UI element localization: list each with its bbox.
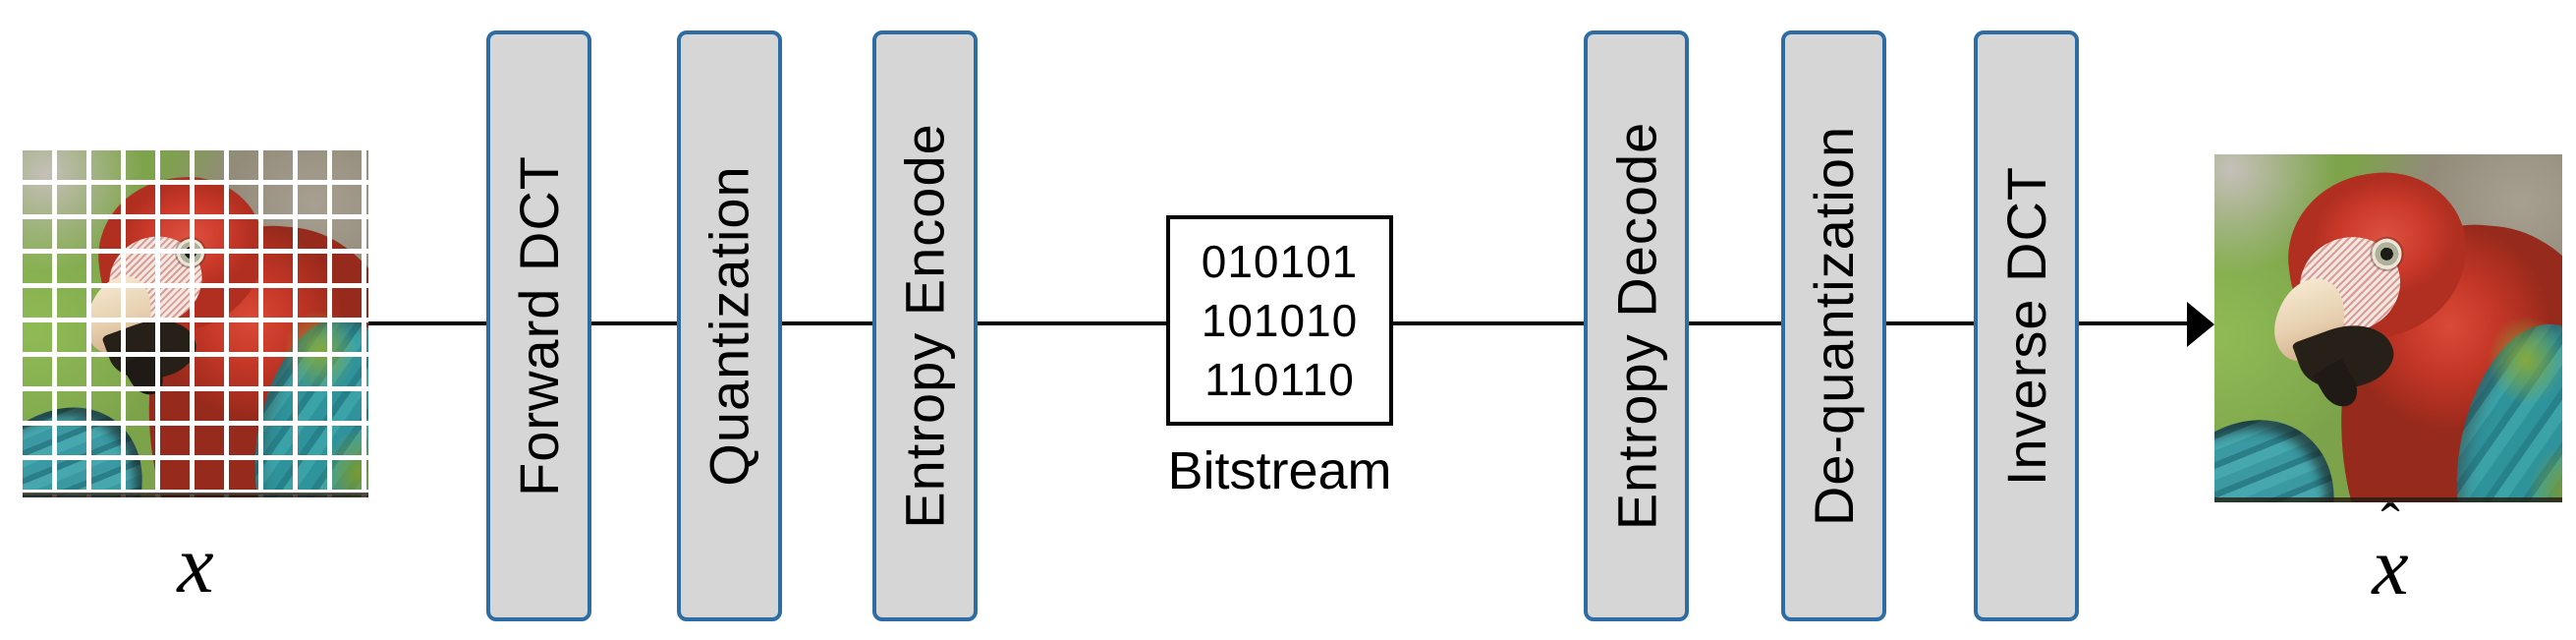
block-grid-overlay [23,150,368,497]
bitstream-caption: Bitstream [1167,441,1392,500]
box-inverse-dct: Inverse DCT [1974,30,2079,621]
output-label-text: x [2372,521,2409,612]
box-entropy-encode: Entropy Encode [872,30,978,621]
bitstream-line: 010101 [1201,236,1359,287]
output-label: ˆ x [2331,495,2449,612]
parrot-photo-art [2214,154,2562,502]
box-label: Entropy Encode [894,123,957,529]
parrot-eye-art [2371,239,2402,269]
parrot-green-feathers-art [2474,300,2562,420]
box-label: Quantization [699,165,760,487]
box-quantization: Quantization [677,30,782,621]
box-label: Entropy Decode [1605,121,1668,531]
bitstream-box: 010101 101010 110110 [1166,215,1393,426]
output-image [2214,154,2562,502]
box-entropy-decode: Entropy Decode [1584,30,1689,621]
box-de-quantization: De-quantization [1781,30,1886,621]
box-label: Forward DCT [508,154,570,497]
bitstream-line: 110110 [1204,354,1355,405]
input-image [23,150,368,497]
bitstream-line: 101010 [1201,295,1359,346]
box-label: De-quantization [1803,125,1865,527]
box-label: Inverse DCT [1995,165,2058,487]
flow-arrow-head-icon [2187,302,2214,347]
input-label-text: x [177,519,214,611]
input-label: x [137,519,254,611]
box-forward-dct: Forward DCT [486,30,591,621]
